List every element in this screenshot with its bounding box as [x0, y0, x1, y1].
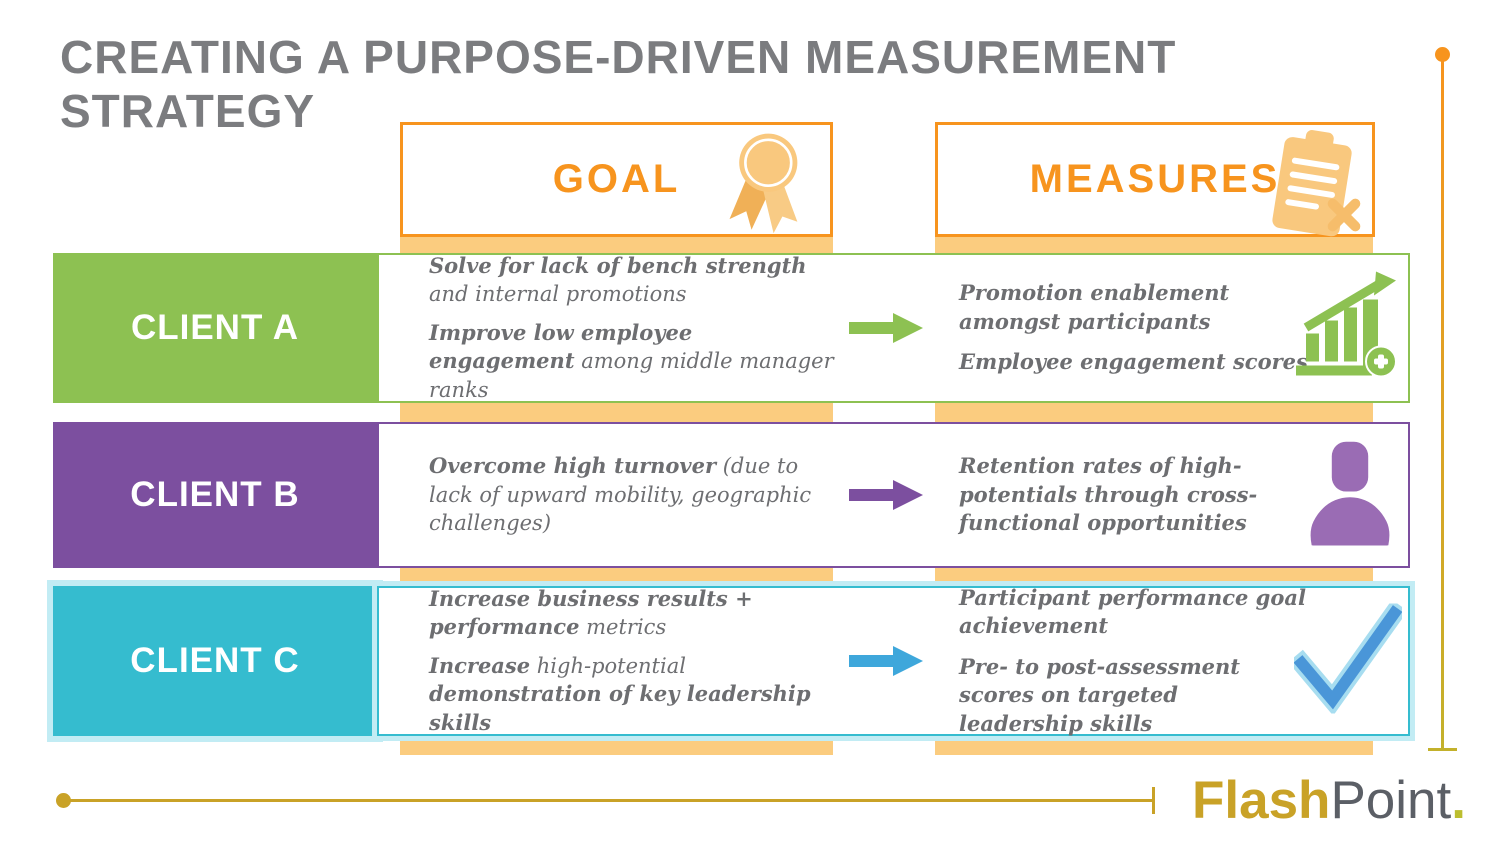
bottom-accent-dot	[56, 793, 71, 808]
client-a-goal-text: Solve for lack of bench strength and int…	[429, 253, 807, 307]
bar-chart-growth-icon	[1296, 271, 1397, 385]
checkmark-icon	[1288, 599, 1408, 719]
client-c-measure-text: Participant performance goal achievement	[959, 585, 1306, 639]
clipboard-checklist-icon	[1264, 127, 1364, 244]
client-c-goal-cell: Increase business results + performance …	[429, 586, 834, 735]
client-c-goal-text: Increase high-potential demonstration of…	[429, 652, 811, 735]
measures-header-label: MEASURES	[1029, 157, 1281, 201]
client-c-row: CLIENT C Increase business results + per…	[53, 585, 1410, 736]
client-a-measure-text: Employee engagement scores	[959, 349, 1308, 375]
goal-header-label: GOAL	[552, 157, 681, 201]
client-c-label: CLIENT C	[53, 586, 377, 736]
right-accent-line	[1441, 60, 1444, 750]
measures-column-header: MEASURES	[935, 122, 1375, 237]
goal-column-header: GOAL	[400, 122, 833, 237]
client-b-goal-text: Overcome high turnover (due to lack of u…	[429, 453, 812, 536]
client-c-arrow-icon	[849, 646, 923, 681]
client-b-measure-text: Retention rates of high-potentials throu…	[959, 453, 1258, 536]
client-b-measures-cell: Retention rates of high-potentials throu…	[959, 424, 1309, 566]
logo-flash-text: Flash	[1192, 771, 1331, 830]
client-b-goal-cell: Overcome high turnover (due to lack of u…	[429, 424, 834, 566]
client-b-label: CLIENT B	[53, 422, 377, 568]
client-a-row: CLIENT A Solve for lack of bench strengt…	[53, 253, 1410, 403]
client-a-goal-text: Improve low employee engagement among mi…	[429, 319, 834, 402]
person-icon	[1304, 440, 1396, 551]
client-a-goal-cell: Solve for lack of bench strength and int…	[429, 253, 834, 402]
bottom-accent-cap	[1152, 787, 1155, 814]
client-a-content: Solve for lack of bench strength and int…	[377, 253, 1410, 403]
client-b-arrow-icon	[849, 480, 923, 515]
logo-point-text: Point	[1330, 771, 1452, 830]
right-accent-dot	[1435, 47, 1450, 62]
client-c-measures-cell: Participant performance goal achievement…	[959, 585, 1309, 735]
logo-period: .	[1451, 771, 1466, 830]
right-accent-cap	[1428, 748, 1457, 751]
client-c-content: Increase business results + performance …	[377, 585, 1410, 736]
flashpoint-logo: FlashPoint.	[1192, 770, 1466, 831]
client-a-measures-cell: Promotion enablement amongst participant…	[959, 255, 1309, 401]
client-b-content: Overcome high turnover (due to lack of u…	[377, 422, 1410, 568]
client-b-row: CLIENT B Overcome high turnover (due to …	[53, 422, 1410, 568]
page-title: CREATING A PURPOSE-DRIVEN MEASUREMENT ST…	[60, 31, 1177, 137]
client-a-arrow-icon	[849, 313, 923, 348]
award-ribbon-icon	[722, 131, 804, 240]
client-c-goal-text: Increase business results + performance …	[429, 586, 753, 640]
client-a-measure-text: Promotion enablement amongst participant…	[959, 280, 1230, 334]
bottom-accent-line	[70, 799, 1154, 802]
client-a-label: CLIENT A	[53, 253, 377, 403]
client-c-measure-text: Pre- to post-assessment scores on target…	[959, 653, 1240, 736]
